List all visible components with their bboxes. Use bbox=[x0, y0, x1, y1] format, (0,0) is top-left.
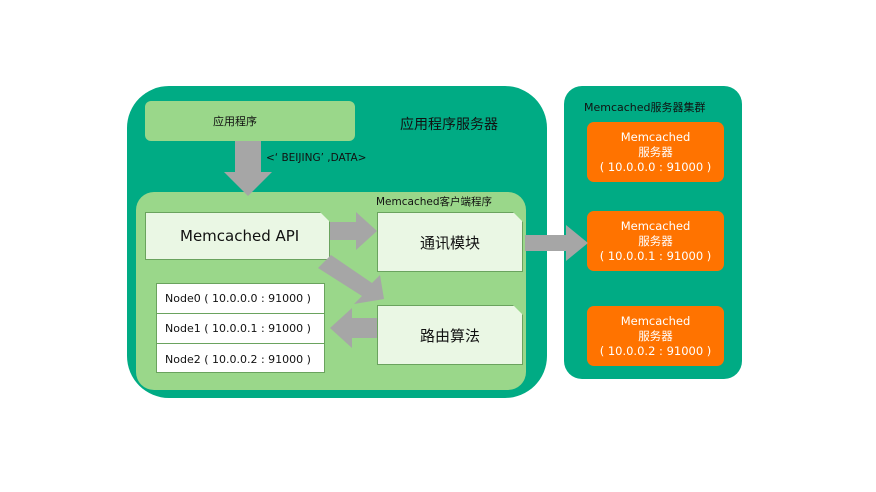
app-program-box: 应用程序 bbox=[145, 101, 355, 141]
memcached-server-2: Memcached 服务器 ( 10.0.0.2 : 91000 ) bbox=[587, 306, 724, 366]
arrow-api-to-comm bbox=[330, 212, 377, 250]
arrow-api-to-routing bbox=[318, 255, 384, 304]
memcached-server-0: Memcached 服务器 ( 10.0.0.0 : 91000 ) bbox=[587, 122, 724, 182]
server-name: Memcached bbox=[620, 218, 691, 233]
server-label: 服务器 bbox=[638, 144, 673, 159]
client-title: Memcached客户端程序 bbox=[376, 196, 493, 208]
server-address: ( 10.0.0.1 : 91000 ) bbox=[599, 248, 712, 263]
arrow-comm-to-cluster bbox=[525, 225, 588, 261]
server-label: 服务器 bbox=[638, 233, 673, 248]
comm-module-box: 通讯模块 bbox=[377, 212, 523, 272]
memcached-api-box: Memcached API bbox=[145, 212, 330, 260]
server-name: Memcached bbox=[620, 313, 691, 328]
node-row-0: Node0 ( 10.0.0.0 : 91000 ) bbox=[157, 284, 324, 314]
app-server-title: 应用程序服务器 bbox=[400, 117, 498, 133]
server-address: ( 10.0.0.0 : 91000 ) bbox=[599, 159, 712, 174]
arrow-routing-to-nodes bbox=[330, 308, 377, 348]
request-key-label: <‘ BEIJING’ ,DATA> bbox=[266, 152, 367, 164]
cluster-title: Memcached服务器集群 bbox=[584, 101, 706, 114]
server-address: ( 10.0.0.2 : 91000 ) bbox=[599, 343, 712, 358]
routing-algorithm-box: 路由算法 bbox=[377, 305, 523, 365]
memcached-server-1: Memcached 服务器 ( 10.0.0.1 : 91000 ) bbox=[587, 211, 724, 271]
node-row-2: Node2 ( 10.0.0.2 : 91000 ) bbox=[165, 352, 311, 366]
arrow-down-to-client bbox=[224, 141, 272, 196]
node-row-1: Node1 ( 10.0.0.1 : 91000 ) bbox=[157, 314, 324, 344]
node-list: Node0 ( 10.0.0.0 : 91000 ) Node1 ( 10.0.… bbox=[156, 283, 325, 373]
server-name: Memcached bbox=[620, 129, 691, 144]
server-label: 服务器 bbox=[638, 328, 673, 343]
